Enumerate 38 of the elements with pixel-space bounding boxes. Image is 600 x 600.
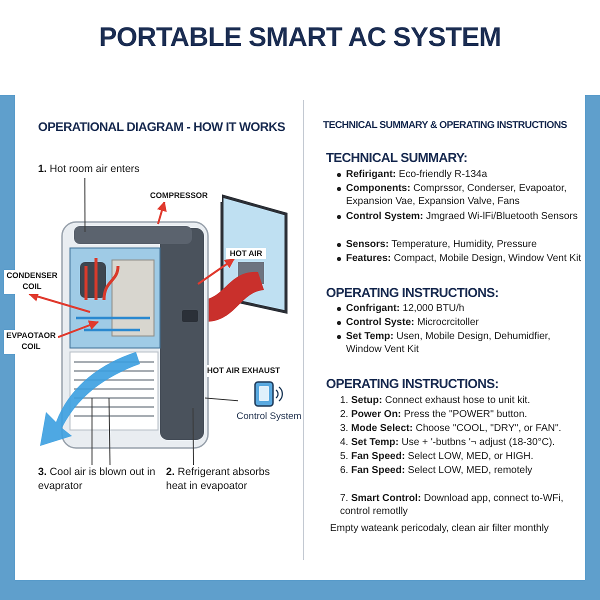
bullet-item: Refirigant: Eco-friendly R-134a — [346, 168, 488, 181]
bullet-item: Components: Comprssor, Conderser, Evapoator, Expansion Vae, Expansion Valve, Fans — [346, 182, 568, 208]
bullet-item: Control System: Jmgraed Wi-lFi/Bluetooth Sensors — [346, 210, 579, 223]
bullet-item: Features: Compact, Mobile Design, Window Vent Kit — [346, 252, 582, 265]
section-heading: OPERATING INSTRUCTIONS: — [326, 376, 499, 391]
bullet-item: Set Temp: Usen, Mobile Design, Dehumidfier, Window Vent Kit — [346, 330, 552, 356]
instruction-step: 6. Fan Speed: Select LOW, MED, remotely — [340, 464, 580, 477]
step-label: 2. Refrigerant absorbs heat in evapoator — [166, 465, 291, 495]
part-label: CONDENSER COIL — [4, 270, 60, 294]
arrow — [157, 201, 167, 224]
instruction-step: 2. Power On: Press the "POWER" button. — [340, 408, 580, 421]
section-heading: OPERATIONAL DIAGRAM - HOW IT WORKS — [38, 120, 286, 134]
bullet-item: Confrigant: 12,000 BTU/h — [346, 302, 466, 315]
control-label: Control System — [236, 411, 302, 422]
leader-line — [108, 398, 110, 466]
step-label: 3. Cool air is blown out in evaprator — [38, 465, 158, 495]
step-label: 1. Hot room air enters — [38, 162, 168, 178]
part-label: EVPAOTAOR COIL — [4, 330, 58, 354]
section-heading: OPERATING INSTRUCTIONS: — [326, 285, 499, 300]
part-label: COMPRESSOR — [150, 190, 222, 202]
note-text: Empty wateank pericodaly, clean air filter monthly — [330, 522, 550, 535]
instruction-step: 5. Fan Speed: Select LOW, MED, or HIGH. — [340, 450, 580, 463]
instruction-step: 4. Set Temp: Use + '-butbns '¬ adjust (18-30°C). — [340, 436, 580, 449]
title: PORTABLE SMART AC SYSTEM — [98, 22, 502, 53]
instruction-step: 3. Mode Select: Choose "COOL, "DRY", or FAN". — [340, 422, 580, 435]
instruction-step: 7. Smart Control: Download app, connect to-WFi, control remotlly — [340, 492, 580, 518]
leader-line — [204, 398, 238, 402]
bullet-item: Sensors: Temperature, Humidity, Pressure — [346, 238, 538, 251]
bullet-item: Control Syste: Microcrcitoller — [346, 316, 480, 329]
arrow — [58, 320, 99, 338]
leader-line — [192, 408, 194, 466]
section-heading: TECHNICAL SUMMARY & OPERATING INSTRUCTIONS — [323, 120, 567, 131]
section-heading: TECHNICAL SUMMARY: — [326, 150, 468, 165]
arrow — [28, 292, 90, 313]
instruction-step: 1. Setup: Connect exhaust hose to unit kit. — [340, 394, 580, 407]
part-label: HOT AIR — [226, 248, 266, 259]
leader-line — [84, 178, 86, 232]
arrow — [197, 258, 235, 285]
